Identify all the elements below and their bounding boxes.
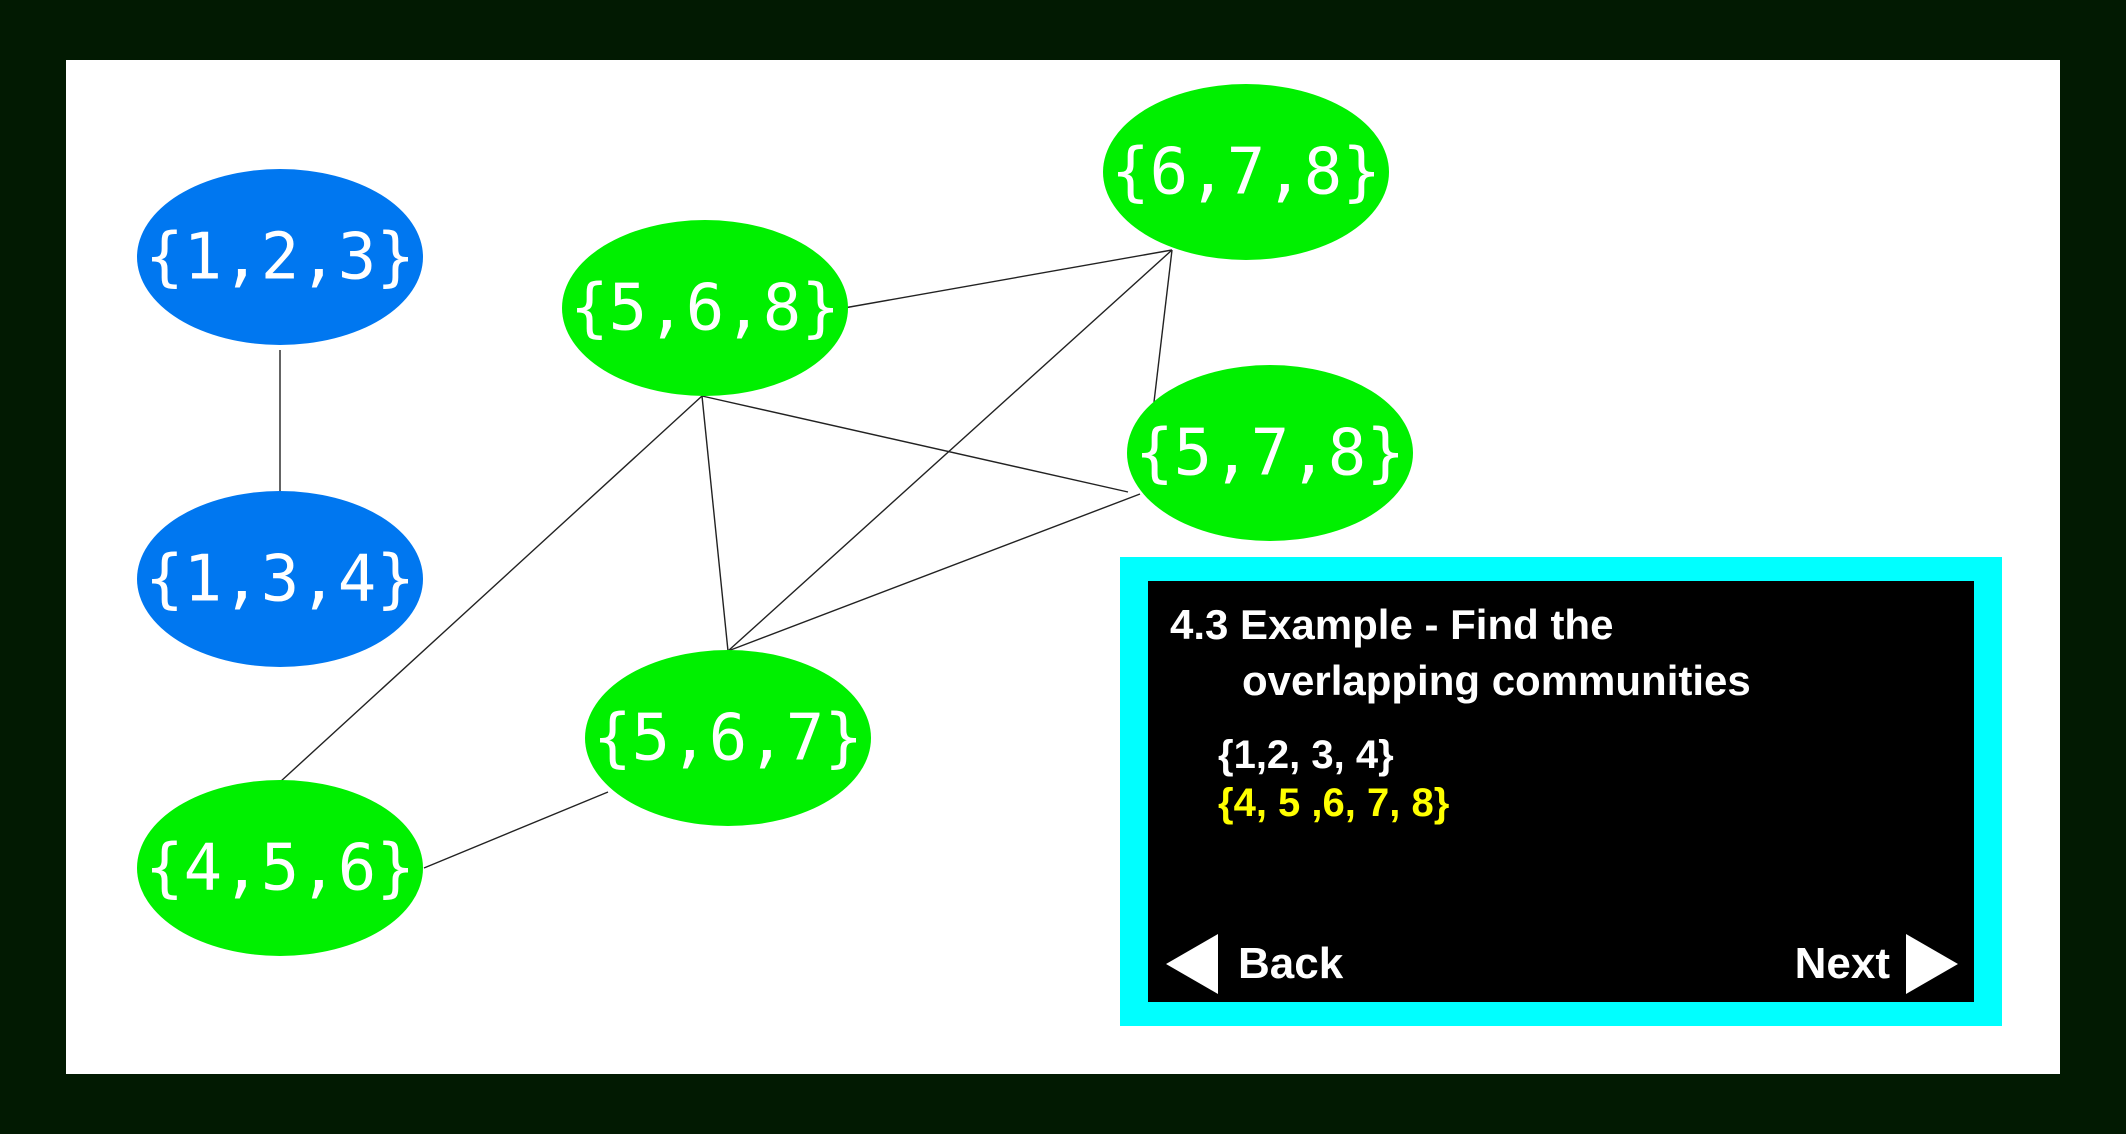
node-ellipse — [1127, 365, 1413, 541]
triangle-left-icon — [1166, 934, 1218, 994]
edge-n568-n678 — [843, 249, 1173, 309]
edge-layer — [279, 249, 1173, 869]
edge-n568-n456 — [279, 395, 703, 783]
info-panel: 4.3 Example - Find the overlapping commu… — [1120, 557, 2002, 1026]
node-n134: {1,3,4} — [137, 491, 423, 667]
next-label: Next — [1794, 939, 1890, 988]
edge-n678-n578 — [1153, 249, 1173, 403]
node-label: {5,6,7} — [593, 702, 863, 776]
node-n123: {1,2,3} — [137, 169, 423, 345]
node-n568: {5,6,8} — [562, 220, 848, 396]
node-n678: {6,7,8} — [1103, 84, 1389, 260]
node-ellipse — [562, 220, 848, 396]
node-n456: {4,5,6} — [137, 780, 423, 956]
back-label: Back — [1238, 939, 1344, 988]
triangle-right-icon — [1906, 934, 1958, 994]
node-label: {4,5,6} — [145, 832, 415, 906]
node-n567: {5,6,7} — [585, 650, 871, 826]
node-ellipse — [137, 491, 423, 667]
node-label: {6,7,8} — [1111, 136, 1381, 210]
node-n578: {5,7,8} — [1127, 365, 1413, 541]
node-ellipse — [137, 780, 423, 956]
edge-n568-n578 — [701, 395, 1129, 493]
node-label: {5,7,8} — [1135, 417, 1405, 491]
node-label: {5,6,8} — [570, 272, 840, 346]
back-button[interactable]: Back — [1166, 930, 1343, 998]
node-ellipse — [137, 169, 423, 345]
node-layer: {1,2,3} {1,3,4} {5,6,8} {6,7,8} {5,7,8} {5,6,… — [137, 84, 1413, 956]
community-set-1: {1,2, 3, 4} — [1218, 733, 1394, 777]
node-label: {1,3,4} — [145, 543, 415, 617]
next-button[interactable]: Next — [1795, 930, 1958, 998]
edge-n678-n567 — [727, 249, 1173, 652]
edge-n568-n567 — [701, 395, 729, 652]
edge-n567-n456 — [423, 791, 609, 869]
edge-n578-n567 — [727, 493, 1141, 652]
panel-title: 4.3 Example - Find the overlapping commu… — [1170, 601, 1751, 704]
node-label: {1,2,3} — [145, 221, 415, 295]
community-set-2: {4, 5 ,6, 7, 8} — [1218, 781, 1450, 825]
node-ellipse — [1103, 84, 1389, 260]
node-ellipse — [585, 650, 871, 826]
info-panel-body: 4.3 Example - Find the overlapping commu… — [1148, 581, 1974, 1002]
